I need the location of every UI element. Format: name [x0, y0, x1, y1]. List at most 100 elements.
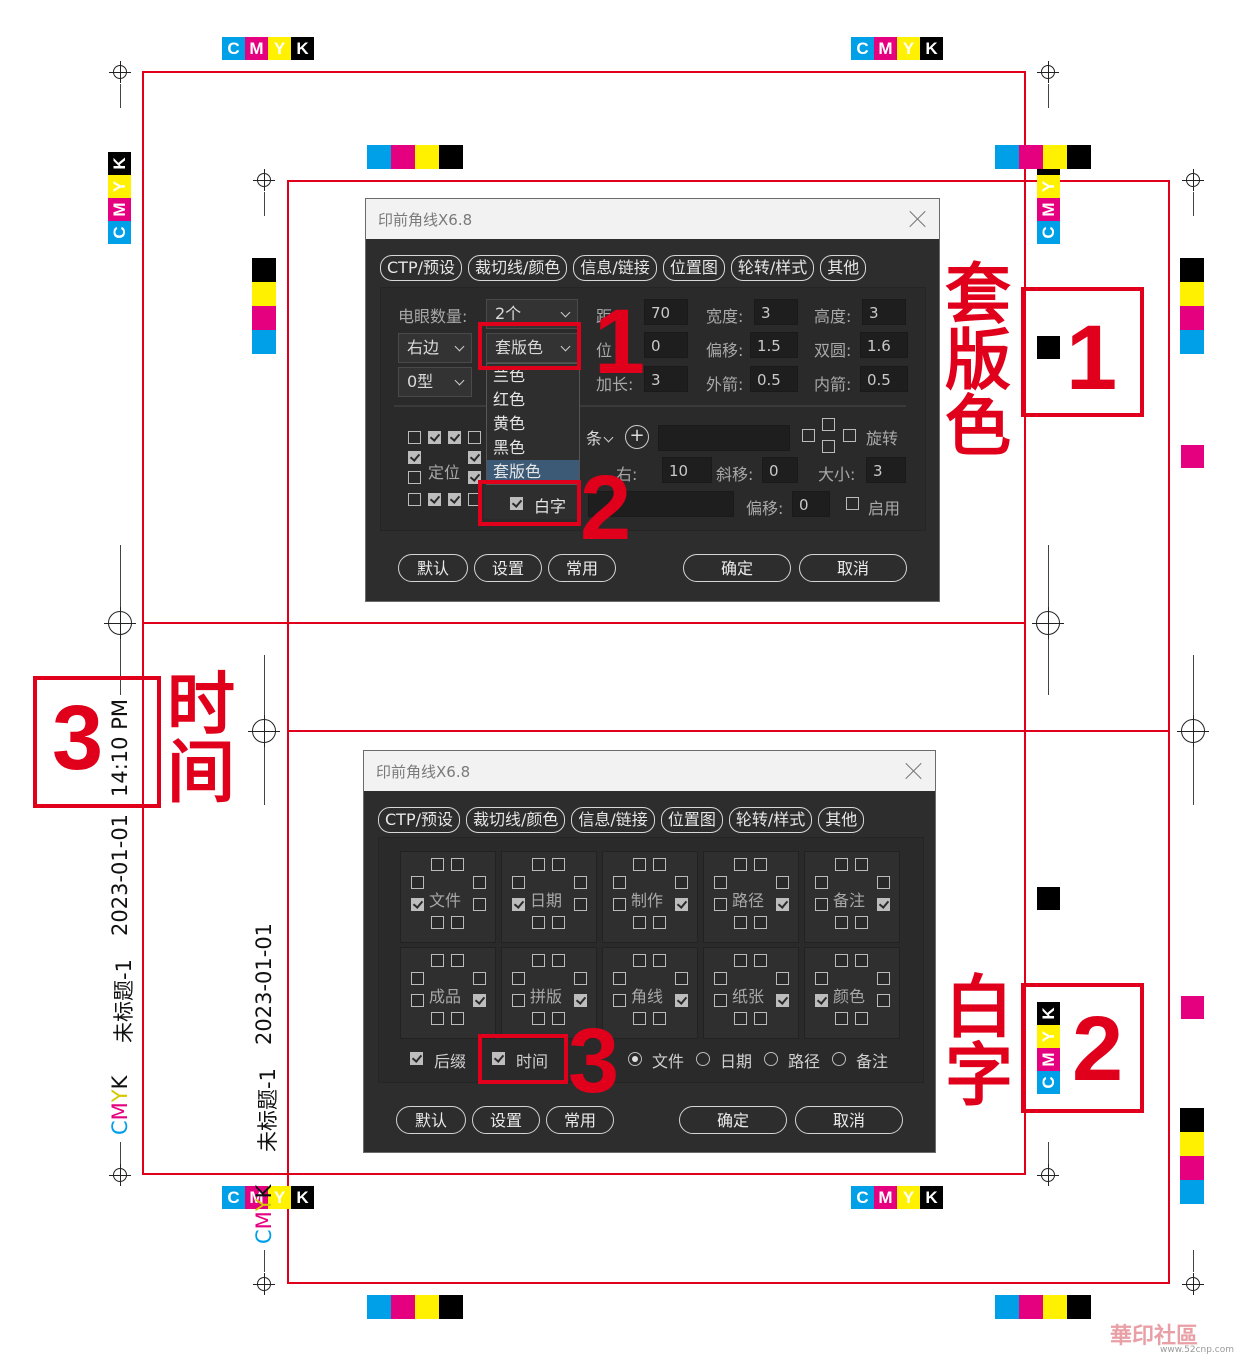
checkbox[interactable] [532, 1012, 545, 1025]
checkbox[interactable] [552, 916, 565, 929]
tab-cut-lines[interactable]: 裁切线/颜色 [468, 255, 568, 281]
checkbox-checked[interactable] [675, 898, 688, 911]
checkbox[interactable] [776, 972, 789, 985]
checkbox[interactable] [613, 898, 626, 911]
checkbox[interactable] [653, 858, 666, 871]
checkbox[interactable] [734, 916, 747, 929]
checkbox[interactable] [473, 972, 486, 985]
inner-arrow-field[interactable]: 0.5 [860, 366, 908, 392]
checkbox[interactable] [754, 954, 767, 967]
checkbox[interactable] [835, 858, 848, 871]
checkbox[interactable] [653, 954, 666, 967]
checkbox[interactable] [802, 429, 815, 442]
checkbox-checked[interactable] [428, 431, 441, 444]
checkbox[interactable] [734, 1012, 747, 1025]
checkbox-checked[interactable] [675, 994, 688, 1007]
checkbox[interactable] [408, 431, 421, 444]
default-button[interactable]: 默认 [396, 1106, 466, 1134]
checkbox[interactable] [411, 994, 424, 1007]
add-icon[interactable]: + [625, 425, 649, 449]
checkbox[interactable] [451, 858, 464, 871]
checkbox[interactable] [835, 916, 848, 929]
checkbox[interactable] [552, 858, 565, 871]
outer-arrow-field[interactable]: 0.5 [750, 366, 798, 392]
checkbox[interactable] [532, 916, 545, 929]
checkbox-checked[interactable] [448, 493, 461, 506]
checkbox-checked[interactable] [428, 493, 441, 506]
checkbox[interactable] [468, 431, 481, 444]
checkbox[interactable] [877, 994, 890, 1007]
tab-rotary-style[interactable]: 轮转/样式 [730, 255, 815, 281]
checkbox[interactable] [822, 418, 835, 431]
white-text-field[interactable] [588, 491, 734, 517]
tab-other[interactable]: 其他 [820, 255, 867, 281]
common-button[interactable]: 常用 [546, 1106, 614, 1134]
checkbox[interactable] [822, 440, 835, 453]
checkbox[interactable] [473, 898, 486, 911]
width-field[interactable]: 3 [754, 299, 798, 325]
settings-button[interactable]: 设置 [474, 554, 542, 582]
extend-field[interactable]: 3 [644, 366, 688, 392]
ok-button[interactable]: 确定 [683, 554, 791, 582]
checkbox[interactable] [754, 858, 767, 871]
enable-checkbox[interactable] [846, 497, 859, 510]
checkbox[interactable] [835, 954, 848, 967]
white-text-checkbox[interactable] [510, 497, 523, 510]
checkbox-checked[interactable] [512, 898, 525, 911]
checkbox[interactable] [633, 954, 646, 967]
checkbox-checked[interactable] [776, 994, 789, 1007]
type-select[interactable]: 0型 [398, 367, 472, 397]
radio-file[interactable] [628, 1052, 642, 1066]
checkbox[interactable] [855, 1012, 868, 1025]
checkbox-checked[interactable] [408, 451, 421, 464]
checkbox[interactable] [411, 972, 424, 985]
checkbox[interactable] [552, 954, 565, 967]
close-icon[interactable] [905, 762, 923, 780]
double-circle-field[interactable]: 1.6 [860, 332, 908, 358]
radio-path[interactable] [764, 1052, 778, 1066]
dropdown-item-black[interactable]: 黑色 [493, 438, 526, 457]
dialog-title-bar[interactable]: 印前角线X6.8 [366, 199, 939, 239]
tab-info-link[interactable]: 信息/链接 [571, 807, 655, 833]
checkbox-checked[interactable] [468, 451, 481, 464]
color-select[interactable]: 套版色 [486, 333, 578, 363]
checkbox[interactable] [451, 916, 464, 929]
checkbox[interactable] [512, 876, 525, 889]
checkbox[interactable] [532, 858, 545, 871]
checkbox[interactable] [613, 994, 626, 1007]
checkbox[interactable] [613, 972, 626, 985]
checkbox[interactable] [552, 1012, 565, 1025]
checkbox[interactable] [653, 1012, 666, 1025]
checkbox[interactable] [877, 876, 890, 889]
white-text-option[interactable]: 白字 [484, 485, 578, 519]
checkbox[interactable] [431, 1012, 444, 1025]
checkbox[interactable] [714, 898, 727, 911]
tab-position[interactable]: 位置图 [662, 255, 725, 281]
common-button[interactable]: 常用 [548, 554, 616, 582]
checkbox[interactable] [633, 858, 646, 871]
checkbox[interactable] [815, 898, 828, 911]
checkbox[interactable] [512, 972, 525, 985]
checkbox[interactable] [815, 876, 828, 889]
checkbox[interactable] [411, 876, 424, 889]
tab-ctp-preset[interactable]: CTP/预设 [378, 807, 460, 833]
checkbox[interactable] [734, 954, 747, 967]
checkbox[interactable] [815, 972, 828, 985]
checkbox[interactable] [714, 972, 727, 985]
radio-note[interactable] [832, 1052, 846, 1066]
checkbox[interactable] [574, 898, 587, 911]
offset2-field[interactable]: 0 [792, 491, 830, 517]
checkbox[interactable] [451, 954, 464, 967]
dropdown-item-blue[interactable]: 兰色 [493, 366, 526, 385]
checkbox-checked[interactable] [468, 471, 481, 484]
distance-field[interactable]: 70 [644, 299, 688, 325]
checkbox[interactable] [613, 876, 626, 889]
checkbox[interactable] [855, 954, 868, 967]
checkbox[interactable] [633, 1012, 646, 1025]
checkbox[interactable] [431, 954, 444, 967]
checkbox[interactable] [633, 916, 646, 929]
checkbox[interactable] [451, 1012, 464, 1025]
style-select[interactable]: 条 [578, 425, 620, 455]
tab-rotary-style[interactable]: 轮转/样式 [728, 807, 813, 833]
checkbox-checked[interactable] [815, 994, 828, 1007]
